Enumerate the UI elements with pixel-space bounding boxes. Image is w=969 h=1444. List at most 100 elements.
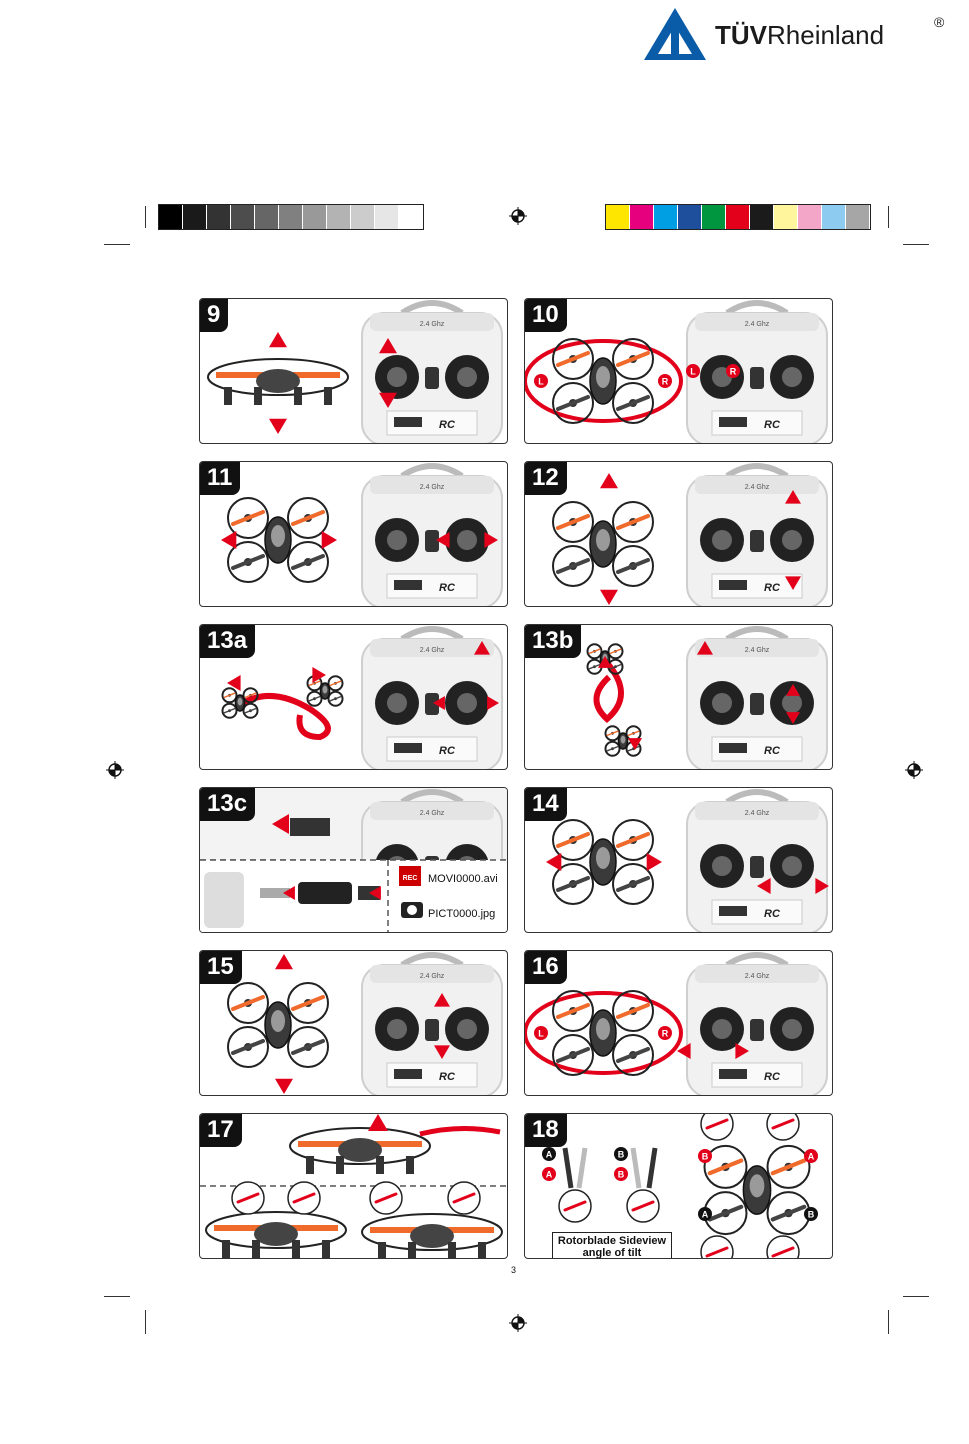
gray-swatch [327,205,351,229]
color-swatch [678,205,702,229]
crop-tick [145,206,146,228]
step-number: 12 [524,461,567,495]
svg-text:2.4 Ghz: 2.4 Ghz [745,484,770,491]
svg-text:L: L [690,367,696,377]
svg-text:2.4 Ghz: 2.4 Ghz [745,647,770,654]
panel-13c: 2.4 GhzRCREC 13c MOVI0000.avi PICT0000.j… [199,787,508,933]
svg-text:R: R [662,1029,669,1039]
svg-text:A: A [546,1170,553,1180]
registration-mark-icon [106,761,124,779]
photo-filename: PICT0000.jpg [428,908,495,920]
svg-text:A: A [808,1152,815,1162]
gray-swatch [159,205,183,229]
grayscale-bar [158,204,424,230]
svg-text:B: B [702,1152,709,1162]
page-number: 3 [511,1265,516,1275]
crop-tick [903,244,929,245]
panel-17: 17 [199,1113,508,1259]
svg-text:R: R [730,367,737,377]
svg-text:L: L [538,377,544,387]
svg-text:2.4 Ghz: 2.4 Ghz [420,321,445,328]
step-number: 18 [524,1113,567,1147]
svg-text:A: A [702,1210,709,1220]
svg-text:2.4 Ghz: 2.4 Ghz [420,647,445,654]
color-swatch [630,205,654,229]
svg-text:B: B [808,1210,815,1220]
crop-tick [104,1296,130,1297]
gray-swatch [255,205,279,229]
color-swatch [846,205,870,229]
rotor-caption: Rotorblade Sideview angle of tilt [552,1232,672,1259]
svg-text:RC: RC [764,582,781,594]
gray-swatch [303,205,327,229]
step-number: 11 [199,461,240,495]
svg-text:B: B [618,1150,625,1160]
step-number: 10 [524,298,567,332]
color-swatch [702,205,726,229]
crop-tick [888,1310,889,1334]
crop-tick [104,244,130,245]
color-swatch [654,205,678,229]
svg-text:2.4 Ghz: 2.4 Ghz [745,973,770,980]
step-number: 13a [199,624,255,658]
gray-swatch [279,205,303,229]
color-swatch [798,205,822,229]
step-number: 13c [199,787,255,821]
svg-text:RC: RC [764,745,781,757]
crop-tick [145,1310,146,1334]
gray-swatch [231,205,255,229]
svg-text:RC: RC [439,419,456,431]
gray-swatch [351,205,375,229]
color-swatch [750,205,774,229]
drone-illustration: L R 2.4 GhzRC [525,951,833,1096]
registration-mark-icon [905,761,923,779]
svg-text:A: A [546,1150,553,1160]
step-number: 15 [199,950,242,984]
svg-text:2.4 Ghz: 2.4 Ghz [420,973,445,980]
logo-wordmark: TÜVRheinland [715,20,884,51]
step-number: 16 [524,950,567,984]
video-filename: MOVI0000.avi [428,873,498,885]
gray-swatch [207,205,231,229]
step-number: 17 [199,1113,242,1147]
svg-text:2.4 Ghz: 2.4 Ghz [420,484,445,491]
svg-text:RC: RC [764,419,781,431]
svg-text:RC: RC [439,582,456,594]
svg-text:R: R [662,377,669,387]
svg-text:RC: RC [439,745,456,757]
color-swatch [774,205,798,229]
color-swatch [822,205,846,229]
tuv-triangle-icon [640,4,710,64]
color-bar [605,204,871,230]
svg-text:RC: RC [764,1071,781,1083]
registered-mark: ® [934,14,944,30]
registration-mark-icon [509,207,527,225]
svg-text:2.4 Ghz: 2.4 Ghz [745,810,770,817]
svg-text:B: B [618,1170,625,1180]
svg-text:2.4 Ghz: 2.4 Ghz [745,321,770,328]
crop-tick [903,1296,929,1297]
svg-text:2.4 Ghz: 2.4 Ghz [420,810,445,817]
step-number: 9 [199,298,228,332]
step-number: 13b [524,624,581,658]
color-swatch [606,205,630,229]
tuv-logo: TÜVRheinland ® [640,4,960,64]
svg-text:L: L [538,1029,544,1039]
crop-tick [888,206,889,228]
svg-text:RC: RC [439,1071,456,1083]
gray-swatch [399,205,423,229]
